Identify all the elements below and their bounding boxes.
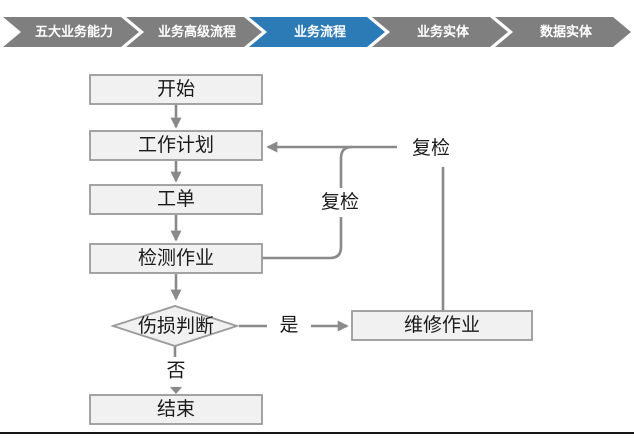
node-damage-decision-diamond — [110, 305, 240, 347]
nav-step-label: 五大业务能力 — [34, 24, 113, 39]
nav-step-five-business-capabilities[interactable]: 五大业务能力 — [3, 17, 139, 47]
label-no: 否 — [166, 361, 185, 382]
node-inspection-job-label: 检测作业 — [138, 247, 214, 269]
node-work-order-label: 工单 — [157, 188, 195, 210]
nav-step-label: 业务流程 — [293, 24, 346, 39]
nav-step-label: 业务实体 — [416, 24, 469, 39]
nav-step-label: 业务高级流程 — [157, 24, 236, 39]
edge-no-to-end-arrowhead — [170, 387, 182, 394]
node-work-order — [89, 184, 263, 215]
node-work-plan-label: 工作计划 — [138, 134, 214, 156]
label-recheck-right: 复检 — [412, 137, 450, 159]
node-start-label: 开始 — [157, 78, 195, 100]
node-repair-job — [351, 310, 533, 341]
nav-step-label: 数据实体 — [539, 24, 592, 39]
label-recheck-middle: 复检 — [321, 191, 359, 213]
node-inspection-job — [89, 243, 263, 274]
slide-bottom-border — [0, 432, 634, 434]
node-work-plan — [89, 130, 263, 161]
node-start — [89, 74, 263, 105]
node-end — [89, 394, 263, 425]
label-yes: 是 — [279, 315, 298, 336]
node-damage-decision-label: 伤损判断 — [138, 315, 214, 337]
edge-recheck-middle-lower — [262, 217, 343, 260]
nav-step-advanced-business-process[interactable]: 业务高级流程 — [126, 17, 262, 47]
edge-recheck-middle-upper — [339, 145, 353, 188]
node-repair-job-label: 维修作业 — [404, 314, 480, 336]
nav-step-business-entity[interactable]: 业务实体 — [372, 17, 508, 47]
process-breadcrumb: 五大业务能力 业务高级流程 业务流程 业务实体 数据实体 — [3, 17, 634, 47]
node-end-label: 结束 — [157, 398, 195, 420]
nav-step-data-entity[interactable]: 数据实体 — [495, 17, 631, 47]
nav-step-business-process-active[interactable]: 业务流程 — [249, 17, 385, 47]
